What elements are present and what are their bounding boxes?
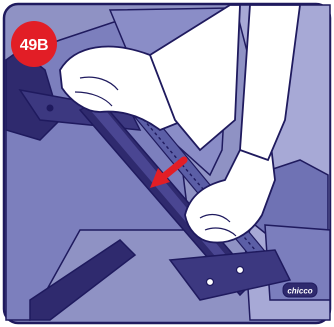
- step-badge-label: 49B: [20, 37, 48, 54]
- brand-logo-text: chicco: [287, 287, 312, 296]
- joint-bolt-1: [207, 279, 214, 286]
- frame-bolt: [47, 105, 54, 112]
- step-badge: 49B: [11, 21, 57, 67]
- brand-logo: chicco: [283, 283, 317, 297]
- joint-bolt-2: [237, 267, 244, 274]
